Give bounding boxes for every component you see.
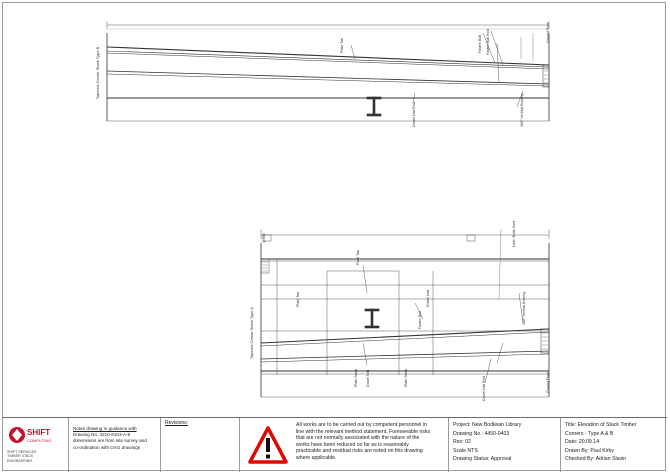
revisions-cell: Revisions:: [161, 418, 240, 472]
drawing-number: Drawing No.: 4450-0403: [453, 430, 510, 437]
revision-number: Rev: 02: [453, 439, 471, 446]
top-callout-3: Fasten Bolt Rod: [486, 29, 490, 55]
checked-by: Checked By: Adrian Slavin: [565, 456, 627, 463]
company-footer-line: ENGINEERING: [7, 458, 33, 463]
company-footer-line: SHIFT SERVICES: [7, 450, 37, 454]
warning-line-6: where applicable.: [296, 454, 337, 461]
bottom-callout-9: Plate Stack: [404, 369, 408, 387]
top-elevation: [106, 21, 550, 122]
bottom-callout-1: Plate Tab: [356, 250, 360, 265]
drawing-area: Tapered Corner Stack Type B Plate Tab Fa…: [3, 3, 667, 417]
drawing-title-line-2: Corners - Type A & B: [565, 430, 614, 437]
notes-line-1: Notes drawing in guidance with: [73, 426, 137, 431]
warning-line-4: works have been reduced so far as is rea…: [296, 441, 409, 448]
warning-line-5: practicable and residual risks are noted…: [296, 448, 423, 455]
shift-logo: SHIFT COMPUTING: [9, 427, 51, 443]
bottom-callout-10: Dowel Nail Rod: [482, 376, 486, 401]
bottom-side-label: Tapered Corner Stack Type A: [249, 307, 254, 360]
warning-cell: All works are to be carried out by compe…: [240, 418, 449, 472]
top-callout-4: Ground Floor: [546, 21, 550, 43]
warning-text: All works are to be carried out by compe…: [296, 422, 446, 462]
notes-line-2: Drawing No. 3210-8103-A-8: [73, 432, 131, 438]
notes-line-3: dimensions are from site survey and: [73, 438, 147, 444]
top-callout-6: 160° Vertical Bracing: [520, 94, 524, 127]
top-side-label: Tapered Corner Stack Type B: [95, 46, 100, 99]
bottom-callout-6: Plate Tab: [296, 292, 300, 307]
drawing-status: Drawing Status: Approval: [453, 456, 512, 463]
project-name: Project: New Bodleian Library: [453, 422, 522, 428]
bottom-callout-3: Dowel Nail: [426, 290, 430, 307]
bottom-callout-11: Ground Floor: [546, 371, 550, 393]
company-footer: SHIFT SERVICES TIMBER STACK ENGINEERING: [7, 450, 67, 463]
company-footer-line: TIMBER STACK: [7, 454, 34, 459]
bottom-top-dim: 1,152: [261, 232, 266, 243]
drawing-date: Date: 20.09.14: [565, 439, 600, 446]
warning-line-2: line with the relevant method statement.…: [296, 428, 431, 435]
title-info-cell: Title: Elevation of Stack Timber Corners…: [561, 418, 667, 472]
drawing-title-line-1: Title: Elevation of Stack Timber: [565, 422, 637, 428]
bottom-callout-7: Plate Stack: [354, 369, 358, 387]
bottom-callout-2: Note: Bolts fixed: [512, 221, 516, 247]
revisions-label: Revisions:: [165, 420, 189, 426]
bottom-callout-8: Dowel Nail: [366, 370, 370, 387]
top-callout-2: Fasten Bolt: [478, 35, 482, 53]
warning-line-1: All works are to be carried out by compe…: [296, 422, 427, 428]
drawing-scale: Scale NTS: [453, 447, 478, 454]
bottom-elevation: [260, 228, 550, 398]
top-callout-5: Dowel Nail Rod: [412, 102, 416, 127]
warning-triangle-icon: [248, 426, 288, 464]
company-tagline: COMPUTING: [27, 438, 51, 443]
top-callout-1: Plate Tab: [340, 38, 344, 53]
warning-line-3: that are not normally associated with th…: [296, 435, 420, 442]
bottom-callout-4: Fasten Bolt: [418, 311, 422, 329]
notes-line-4: co-ordination with OAG drawings: [73, 444, 141, 450]
company-logo-cell: SHIFT COMPUTING SHIFT SERVICES TIMBER ST…: [3, 418, 69, 472]
bottom-callout-5: 160° Vertical Bracing: [522, 292, 526, 325]
notes-cell: Notes drawing in guidance with Drawing N…: [69, 418, 161, 472]
project-info-cell: Project: New Bodleian Library Drawing No…: [449, 418, 561, 472]
title-block: SHIFT COMPUTING SHIFT SERVICES TIMBER ST…: [3, 417, 667, 472]
drawn-by: Drawn By: Paul Kirby: [565, 447, 615, 454]
company-name: SHIFT: [27, 428, 50, 437]
